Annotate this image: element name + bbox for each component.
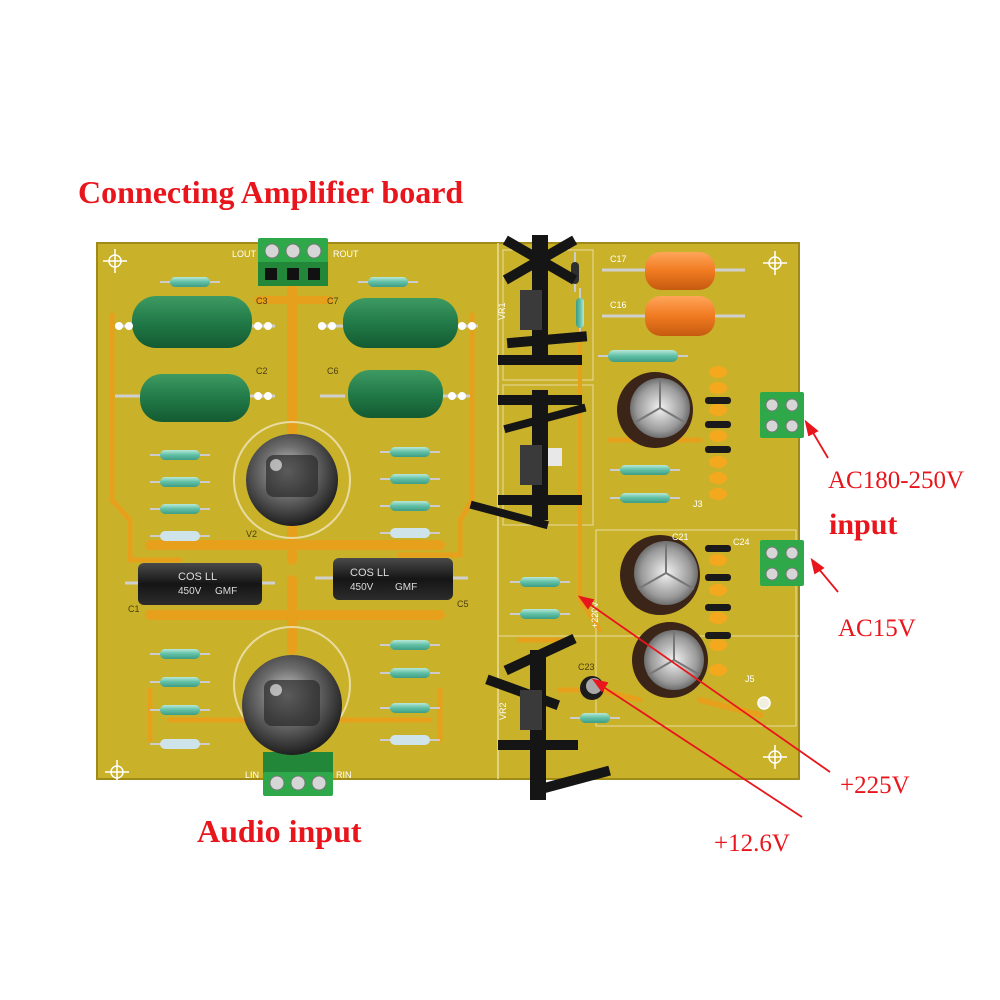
silk-vr2: VR2 [498,702,508,720]
silk-c7: C7 [327,296,339,306]
silk-c2: C2 [256,366,268,376]
label-connecting-amplifier: Connecting Amplifier board [78,174,464,210]
output-terminal-block: LOUT ROUT [232,238,359,286]
vacuum-tube-v1 [233,626,351,755]
green-film-capacitors [115,296,478,422]
label-input: input [829,508,898,541]
silk-rin: RIN [336,770,352,780]
silk-p220: +220V [590,602,600,628]
voltage-regulators [520,290,562,730]
annotation-arrows [577,419,839,818]
label-ac-high: AC180-250V [828,467,965,494]
silk-c16: C16 [610,300,627,310]
silk-c5: C5 [457,599,469,609]
silk-j5: J5 [745,674,755,684]
silk-lin: LIN [245,770,259,780]
silk-j3: J3 [693,499,703,509]
cap-rating-right: 450V [350,582,374,593]
orange-film-capacitors: C17 C16 [602,252,745,336]
cap-rating-left: 450V [178,586,202,597]
silk-c24: C24 [733,537,750,547]
mounting-holes [103,249,787,784]
cap-tag-left: COS LL [178,571,217,583]
silk-c3: C3 [256,296,268,306]
input-terminal-block: LIN RIN [245,752,352,796]
lead-pads [115,322,476,400]
black-electrolytic-capacitors: COS LL 450V GMF COS LL 450V GMF [125,558,468,605]
silk-lout: LOUT [232,249,257,259]
label-126v: +12.6V [714,830,790,857]
ac-low-terminal [760,540,804,586]
label-225v: +225V [840,772,910,799]
small-components: J3 J5 C24 +220V [590,366,755,684]
silk-rout: ROUT [333,249,359,259]
label-ac-low: AC15V [838,615,916,642]
silk-vr1: VR1 [497,302,507,320]
resistors [150,252,688,749]
cap-brand-left: GMF [215,586,237,597]
silk-c23: C23 [578,662,595,672]
silk-c21: C21 [672,532,689,542]
silk-c6: C6 [327,366,339,376]
silk-c1: C1 [128,604,140,614]
silk-v2: V2 [246,529,257,539]
vacuum-tube-v2: V2 [233,421,351,539]
silk-c17: C17 [610,254,627,264]
cap-brand-right: GMF [395,582,417,593]
cap-tag-right: COS LL [350,567,389,579]
label-audio-input: Audio input [197,813,362,849]
ac-high-terminal [760,392,804,438]
large-electrolytic-capacitors: C23 C21 [578,372,708,700]
